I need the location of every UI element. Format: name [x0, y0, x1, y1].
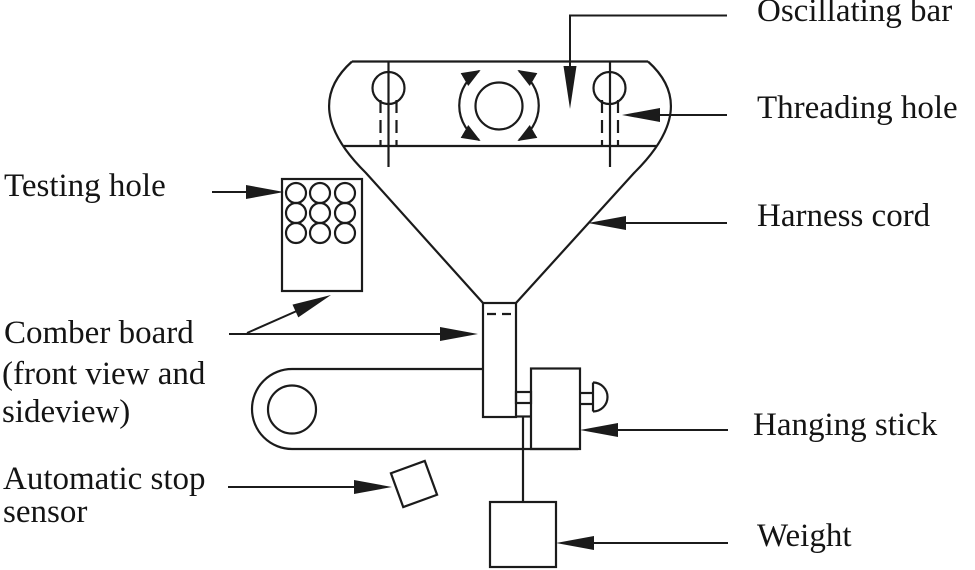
label-automatic-stop-line1: Automatic stop [3, 461, 206, 497]
threading-hole-left [371, 61, 406, 167]
leader-hanging-stick-arrow [580, 423, 728, 437]
label-testing-hole: Testing hole [4, 168, 166, 204]
leader-harness-cord-arrow [588, 216, 727, 230]
threading-hole-right [592, 61, 627, 167]
leader-stop-sensor-arrow [228, 480, 392, 494]
label-weight: Weight [757, 518, 852, 554]
weight-assembly [488, 417, 558, 569]
label-harness-cord: Harness cord [757, 198, 931, 234]
oscillating-bar-shape [328, 60, 672, 304]
hanging-stick-block [514, 367, 609, 451]
harness-cord-lines [328, 60, 672, 304]
testing-holes-grid [284, 181, 357, 245]
label-hanging-stick: Hanging stick [753, 407, 938, 443]
weight-box [488, 500, 558, 569]
leader-comber-board-arrows [229, 295, 478, 341]
leader-lines [212, 14, 728, 550]
label-comber-board-line1: Comber board [4, 315, 194, 351]
label-comber-board-line3: sideview) [2, 394, 131, 430]
leader-threading-hole-arrow [622, 108, 727, 122]
leader-oscillating-bar-arrow [563, 14, 727, 109]
clamp-knob-icon [580, 381, 609, 413]
label-comber-board-line2: (front view and [2, 356, 206, 392]
rotation-arrows-icon [458, 70, 540, 141]
label-automatic-stop-line2: sensor [3, 494, 88, 530]
stop-sensor-box [389, 459, 439, 509]
swing-arm [250, 367, 578, 451]
label-threading-hole: Threading hole [757, 90, 958, 126]
comber-board-side-view [481, 301, 518, 419]
leader-weight-arrow [556, 536, 728, 550]
label-oscillating-bar: Oscillating bar [757, 0, 953, 29]
leader-testing-hole-arrow [212, 185, 284, 199]
comber-board-front-view [280, 177, 364, 293]
